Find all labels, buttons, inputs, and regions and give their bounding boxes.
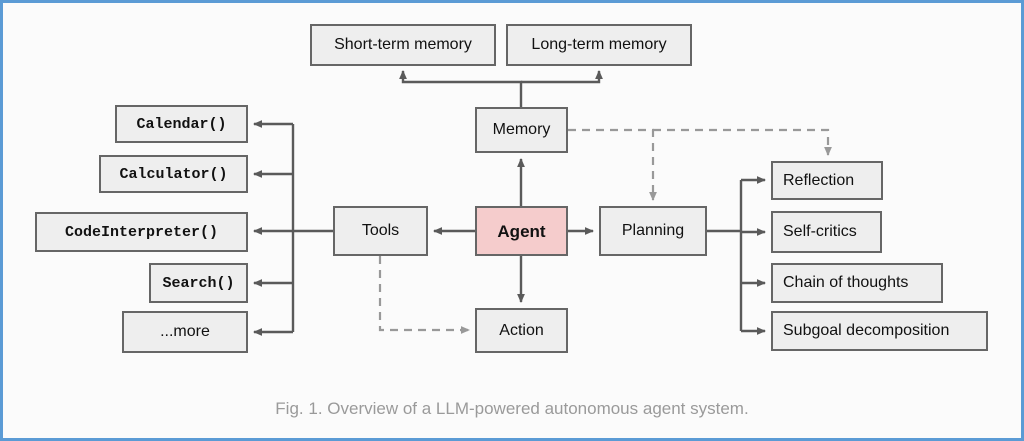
diagram-canvas: Short-term memory Long-term memory Memor… [3, 3, 1021, 438]
node-label: Chain of thoughts [783, 274, 909, 291]
edge-memory-to-reflection-dashed [653, 128, 832, 156]
edge-memory-to-planning-dashed [568, 128, 657, 201]
node-memory[interactable]: Memory [475, 107, 568, 153]
node-agent[interactable]: Agent [475, 206, 568, 256]
node-label: Subgoal decomposition [783, 322, 950, 339]
node-label: Long-term memory [531, 36, 667, 53]
figure-caption: Fig. 1. Overview of a LLM-powered autono… [275, 399, 749, 418]
node-label: Memory [492, 121, 551, 138]
edge-memory-to-long-term-memory [521, 70, 603, 84]
node-label: CodeInterpreter() [64, 223, 219, 241]
node-label: ...more [160, 323, 210, 340]
node-more[interactable]: ...more [122, 311, 248, 353]
node-label: Short-term memory [334, 36, 472, 53]
node-subgoal-decomposition[interactable]: Subgoal decomposition [771, 311, 988, 351]
node-label: Calendar() [136, 115, 227, 133]
node-label: Agent [497, 221, 546, 241]
node-label: Reflection [783, 171, 855, 189]
node-self-critics[interactable]: Self-critics [771, 211, 882, 253]
node-label: Action [499, 321, 544, 339]
node-label: Tools [361, 222, 400, 239]
node-chain-of-thoughts[interactable]: Chain of thoughts [771, 263, 943, 303]
node-code-interpreter[interactable]: CodeInterpreter() [35, 212, 248, 252]
node-label: Search() [162, 274, 235, 292]
node-search[interactable]: Search() [149, 263, 248, 303]
node-label: Self-critics [783, 223, 857, 240]
node-label: Planning [621, 222, 685, 239]
node-planning[interactable]: Planning [599, 206, 707, 256]
node-action[interactable]: Action [475, 308, 568, 353]
edge-memory-to-short-term-memory [399, 70, 523, 107]
node-label: Calculator() [119, 165, 228, 183]
node-calculator[interactable]: Calculator() [99, 155, 248, 193]
node-calendar[interactable]: Calendar() [115, 105, 248, 143]
node-long-term-memory[interactable]: Long-term memory [506, 24, 692, 66]
node-reflection[interactable]: Reflection [771, 161, 883, 200]
edge-tools-to-action-dashed [378, 256, 470, 334]
node-tools[interactable]: Tools [333, 206, 428, 256]
node-short-term-memory[interactable]: Short-term memory [310, 24, 496, 66]
